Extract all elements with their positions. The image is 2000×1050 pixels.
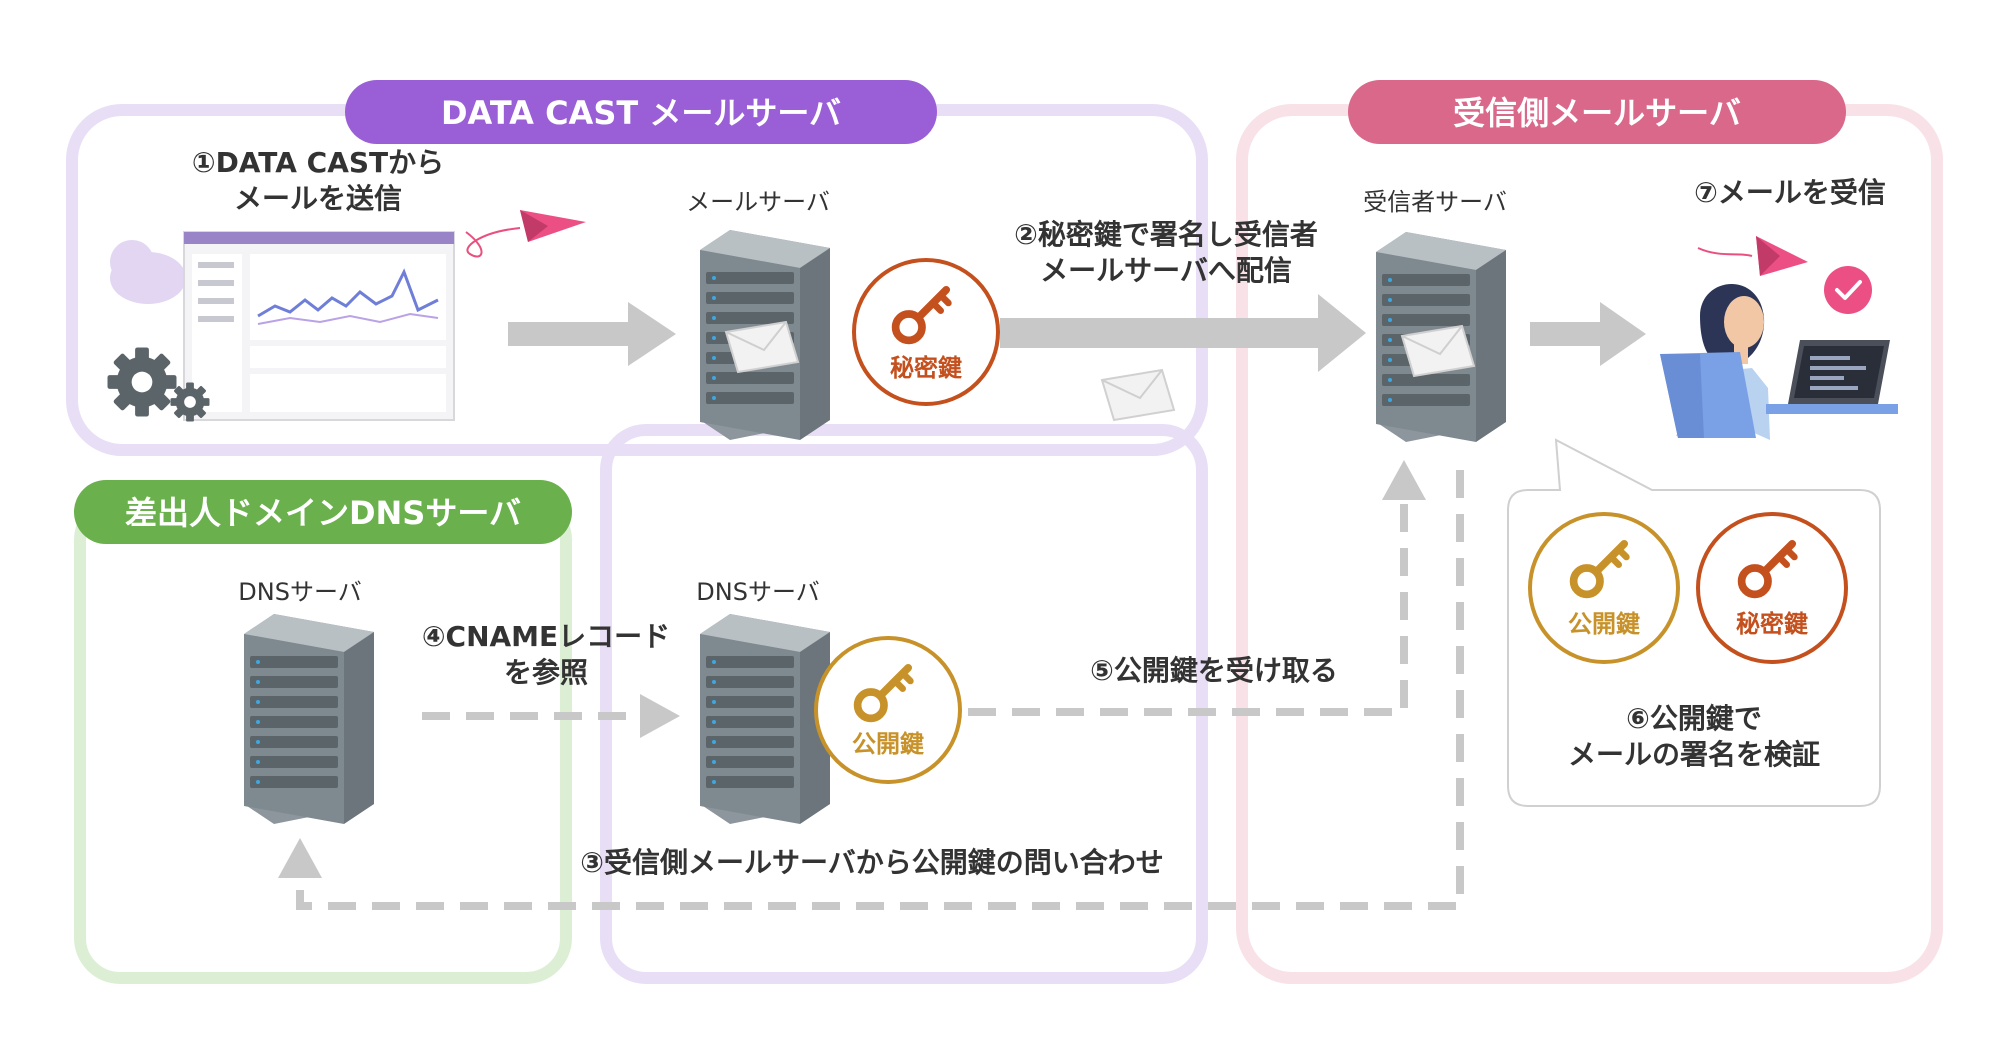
step-7-label: ⑦メールを受信	[1694, 176, 1886, 209]
gear-icon	[107, 347, 177, 417]
envelope-icon	[1101, 369, 1175, 421]
arrow-public-key-return-head	[1382, 460, 1426, 500]
private-key-badge: 秘密鍵	[852, 258, 1000, 406]
step-1-line-1: ①DATA CASTから	[192, 146, 444, 179]
group-datacast-title-pill	[345, 80, 937, 144]
step-4-line-1: ④CNAMEレコード	[422, 620, 670, 653]
step-5-label: ⑤公開鍵を受け取る	[1090, 654, 1338, 687]
private-key-label: 秘密鍵	[1736, 610, 1808, 638]
paper-plane-icon	[465, 210, 586, 258]
group-datacast-title: DATA CAST メールサーバ	[441, 94, 841, 132]
step-2-line-2: メールサーバへ配信	[1040, 254, 1292, 287]
envelope-icon	[725, 321, 799, 373]
check-badge-icon	[1824, 266, 1872, 314]
paper-plane-icon	[1697, 236, 1808, 276]
step-2-line-1: ②秘密鍵で署名し受信者	[1014, 218, 1318, 251]
private-key-label: 秘密鍵	[890, 354, 962, 382]
arrow-cname-reference	[422, 694, 680, 738]
envelope-icon	[1401, 325, 1475, 377]
public-key-badge: 公開鍵	[1528, 512, 1680, 664]
arrow-public-key-return	[968, 500, 1408, 716]
arrow-send-to-mail-server	[508, 302, 676, 366]
verification-callout: 公開鍵 秘密鍵 ⑥公開鍵で メールの署名を検証	[1507, 438, 1881, 807]
group-receiver-title: 受信側メールサーバ	[1453, 94, 1741, 132]
step-6-line-1: ⑥公開鍵で	[1626, 702, 1762, 735]
public-key-label: 公開鍵	[1568, 610, 1640, 638]
dns-server-right-icon	[700, 614, 830, 824]
arrow-query-public-key-head	[278, 838, 322, 878]
group-receiver-title-pill	[1348, 80, 1846, 144]
public-key-badge: 公開鍵	[814, 636, 962, 784]
group-dns-title-pill	[74, 480, 572, 544]
mail-server-label: メールサーバ	[686, 188, 830, 216]
group-datacast-lower-container	[600, 424, 1208, 984]
step-6-line-2: メールの署名を検証	[1568, 738, 1820, 771]
arrow-deliver-to-receiver	[1000, 294, 1366, 372]
dns-server-left-icon	[244, 614, 374, 824]
dns-server-left-label: DNSサーバ	[238, 578, 361, 606]
arrow-query-public-key	[296, 470, 1464, 910]
step-4-line-2: を参照	[504, 656, 588, 689]
step-1-line-2: メールを送信	[234, 182, 402, 215]
public-key-label: 公開鍵	[852, 730, 924, 758]
step-3-label: ③受信側メールサーバから公開鍵の問い合わせ	[580, 846, 1163, 879]
person-at-laptop-icon	[1660, 283, 1898, 440]
dns-server-right-label: DNSサーバ	[696, 578, 819, 606]
dashboard-window-icon	[110, 231, 455, 421]
arrow-receive-mail	[1530, 302, 1646, 366]
receiver-server-label: 受信者サーバ	[1363, 188, 1507, 216]
private-key-badge: 秘密鍵	[1696, 512, 1848, 664]
gear-icon	[170, 382, 210, 422]
group-dns-title: 差出人ドメインDNSサーバ	[125, 494, 521, 532]
